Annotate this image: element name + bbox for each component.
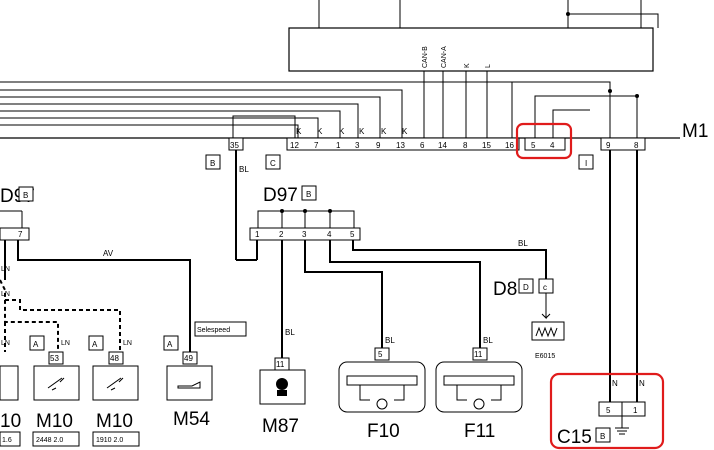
k-label: K xyxy=(359,127,365,136)
f11-label: F11 xyxy=(464,421,495,442)
m1-label: M1 xyxy=(682,121,708,142)
wire-color-n-right: N xyxy=(639,379,645,388)
wire-color-m87: BL xyxy=(285,328,295,337)
can-a-label: CAN-A xyxy=(441,46,448,68)
pin-16: 16 xyxy=(505,141,514,150)
c15-pin-5: 5 xyxy=(606,406,611,415)
m10-left-label: 10 xyxy=(0,411,21,432)
m10-b-component xyxy=(92,365,139,401)
k-label: K xyxy=(339,127,345,136)
pin-5: 5 xyxy=(531,141,536,150)
m10-b-sub: 1910 2.0 xyxy=(96,437,123,444)
wire-color-35: BL xyxy=(239,165,249,174)
wire-color-n-left: N xyxy=(612,379,618,388)
pin-6: 6 xyxy=(420,141,425,150)
m10-a-tag: A xyxy=(33,340,39,349)
pin-3: 3 xyxy=(355,141,360,150)
wire-color-f11: BL xyxy=(483,336,493,345)
pin-9: 9 xyxy=(376,141,381,150)
d8-label: D8 xyxy=(493,279,517,300)
m10-b-label: M10 xyxy=(96,411,133,432)
m87-pin: 11 xyxy=(276,360,285,369)
pin-15: 15 xyxy=(482,141,491,150)
sensor-e6015-icon xyxy=(531,321,565,341)
d8-sub: c xyxy=(543,283,547,292)
can-b-label: CAN-B xyxy=(422,46,429,68)
d97-left-pin: 7 xyxy=(18,230,23,239)
pin-8: 8 xyxy=(463,141,468,150)
m54-pin: 49 xyxy=(184,354,193,363)
highlight-c15 xyxy=(549,372,665,450)
wire-color-ln: LN xyxy=(1,266,10,273)
sensor-e6015-label: E6015 xyxy=(535,353,555,360)
pin-14: 14 xyxy=(438,141,447,150)
pin-1: 1 xyxy=(336,141,341,150)
c15-label: C15 xyxy=(557,427,592,448)
wire-color-d8: BL xyxy=(518,239,528,248)
pin-8-right: 8 xyxy=(634,141,639,150)
m10-a-component xyxy=(33,365,80,401)
d97-pin-3: 3 xyxy=(302,230,307,239)
m10-a-pin: 53 xyxy=(50,354,59,363)
wire-color-av: AV xyxy=(103,249,114,258)
pin-7: 7 xyxy=(314,141,319,150)
d97-pin-1: 1 xyxy=(255,230,260,239)
f11-pin: 11 xyxy=(474,350,483,359)
tag-b-left: B xyxy=(210,159,215,168)
k-label: K xyxy=(317,127,323,136)
k-label: K xyxy=(402,127,408,136)
k-label: K xyxy=(381,127,387,136)
d97-pin-2: 2 xyxy=(279,230,284,239)
l-bus-label: L xyxy=(485,64,492,68)
d97-left-tag: B xyxy=(23,191,28,200)
c15-tag: B xyxy=(600,432,605,441)
d8-tag: D xyxy=(523,283,529,292)
f10-pin: 5 xyxy=(378,350,383,359)
m54-component xyxy=(166,365,213,401)
m10-b-pin: 48 xyxy=(110,354,119,363)
c15-pin-1: 1 xyxy=(633,406,638,415)
pin-9-right: 9 xyxy=(606,141,611,150)
wire-color-f10: BL xyxy=(385,336,395,345)
k-label: K xyxy=(296,127,302,136)
m54-note: Selespeed xyxy=(197,327,230,334)
wire-color-ln: LN xyxy=(1,291,10,298)
d97-pin-5: 5 xyxy=(350,230,355,239)
m87-label: M87 xyxy=(262,416,299,437)
d97-pin-4: 4 xyxy=(327,230,332,239)
k-bus-label: K xyxy=(464,63,471,68)
m10-b-tag: A xyxy=(92,340,98,349)
pin-13: 13 xyxy=(396,141,405,150)
m10-a-label: M10 xyxy=(36,411,73,432)
tag-c-left: C xyxy=(270,159,276,168)
pin-12: 12 xyxy=(290,141,299,150)
m10-a-sub: 2448 2.0 xyxy=(36,437,63,444)
pin-4: 4 xyxy=(550,141,555,150)
pin-35: 35 xyxy=(230,141,239,150)
d97-label: D97 xyxy=(263,185,298,206)
m54-label: M54 xyxy=(173,409,210,430)
upper-module-box xyxy=(288,27,654,72)
tag-i-right: I xyxy=(585,159,587,168)
m10-left-sub: 1.6 xyxy=(2,437,12,444)
d97-tag: B xyxy=(306,190,311,199)
m54-tag: A xyxy=(167,340,173,349)
wire-color-ln: LN xyxy=(123,340,132,347)
f10-label: F10 xyxy=(367,421,400,442)
wire-color-ln: LN xyxy=(61,340,70,347)
highlight-pins-5-4 xyxy=(515,122,573,160)
